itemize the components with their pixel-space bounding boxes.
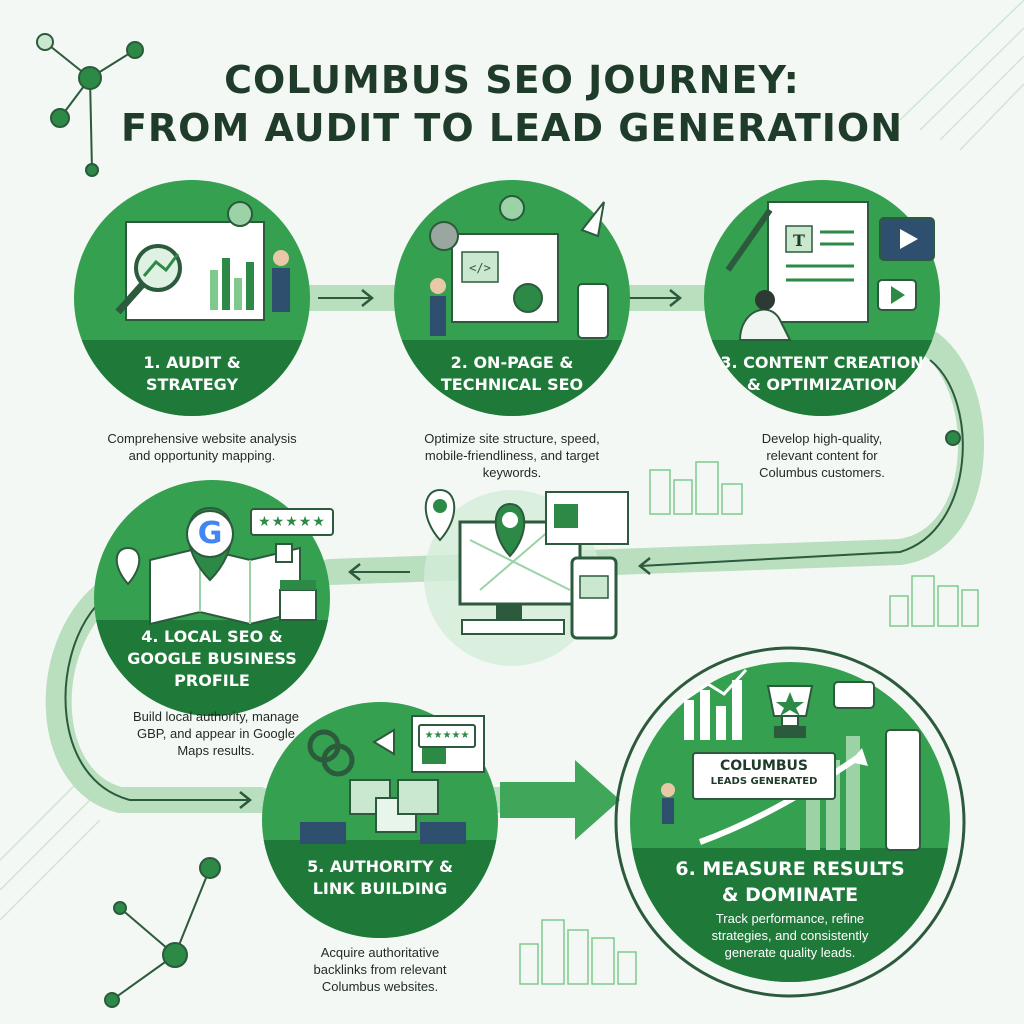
path-arrows: [239, 289, 683, 809]
journey-path-line: [64, 297, 964, 801]
step-5-label-line-2: LINK BUILDING: [312, 879, 448, 898]
step-3-label-line-2: & OPTIMIZATION: [746, 375, 898, 394]
desc-line: Build local authority, manage: [133, 709, 299, 724]
step-6-circle: [614, 646, 966, 998]
phone-icon: [577, 283, 609, 339]
step-1-label-line-1: 1. AUDIT &: [143, 353, 241, 372]
google-icon: G: [186, 510, 234, 558]
desc-line: Comprehensive website analysis: [107, 431, 297, 446]
svg-text:</>: </>: [469, 261, 491, 275]
rating-stars: ★★★★★: [418, 724, 476, 748]
step-2-label-line-2: TECHNICAL SEO: [440, 375, 584, 394]
rocket-icon: [580, 201, 605, 238]
store-icon: [279, 589, 317, 621]
step-6-description: Track performance, refine strategies, an…: [680, 910, 900, 961]
desc-line: and opportunity mapping.: [128, 448, 276, 463]
hand-left: [300, 822, 346, 844]
svg-text:T: T: [793, 231, 805, 250]
step-6-label-line-2: & DOMINATE: [721, 884, 859, 906]
rating-stars: ★★★★★: [250, 508, 334, 536]
skyline-right: [649, 461, 979, 627]
step-1-label-line-2: STRATEGY: [145, 375, 239, 394]
document-icon: [767, 201, 869, 323]
leads-banner: COLUMBUS LEADS GENERATED: [692, 752, 836, 800]
step-5-label: 5. AUTHORITY & LINK BUILDING: [280, 856, 480, 900]
path-node: [945, 430, 961, 446]
desc-line: relevant content for: [766, 448, 878, 463]
banner-line-2: LEADS GENERATED: [710, 776, 818, 787]
step-4-description: Build local authority, manage GBP, and a…: [106, 708, 326, 759]
title-line-1: COLUMBUS SEO JOURNEY:: [224, 58, 800, 102]
step-4-label-line-3: PROFILE: [174, 671, 250, 690]
desc-line: Track performance, refine: [715, 911, 865, 926]
step-4-label-line-2: GOOGLE BUSINESS: [127, 649, 297, 668]
step-3-circle: T: [704, 180, 940, 416]
step-1-circle: [74, 180, 310, 416]
hand-right: [420, 822, 466, 844]
step-5-description: Acquire authoritative backlinks from rel…: [280, 944, 480, 995]
chat-bubble-icon: [833, 681, 875, 709]
step-2-label: 2. ON-PAGE & TECHNICAL SEO: [412, 352, 612, 396]
step-3-label: 3. CONTENT CREATION & OPTIMIZATION: [712, 352, 932, 396]
location-pin-icon: [424, 488, 456, 542]
step-3-label-line-1: 3. CONTENT CREATION: [720, 353, 924, 372]
step-5-circle: [262, 702, 498, 938]
step-2-description: Optimize site structure, speed, mobile-f…: [392, 430, 632, 481]
pen-icon: [725, 208, 773, 272]
location-pin-icon: [115, 546, 141, 586]
desc-line: Columbus websites.: [321, 979, 439, 994]
trend-arrow-icon: [683, 668, 748, 702]
step-4-label: 4. LOCAL SEO & GOOGLE BUSINESS PROFILE: [102, 626, 322, 692]
desc-line: Optimize site structure, speed,: [424, 431, 600, 446]
big-arrow: [500, 760, 620, 840]
desc-line: Maps results.: [177, 743, 255, 758]
gear-icon: [429, 221, 459, 251]
banner-line-1: COLUMBUS: [719, 758, 809, 774]
desc-line: mobile-friendliness, and target: [424, 448, 600, 463]
devices-hub: [424, 488, 629, 666]
desc-line: Columbus customers.: [759, 465, 885, 480]
step-2-circle: </>: [394, 180, 630, 416]
desc-line: backlinks from relevant: [313, 962, 447, 977]
gear-icon: [513, 283, 543, 313]
network-decoration-top: [36, 33, 144, 177]
network-decoration-bottom: [104, 857, 221, 1008]
step-4-circle: [94, 480, 330, 716]
step-6-label-line-1: 6. MEASURE RESULTS: [675, 858, 905, 880]
step-4-label-line-1: 4. LOCAL SEO &: [141, 627, 283, 646]
step-5-label-line-1: 5. AUTHORITY &: [307, 857, 453, 876]
desc-line: GBP, and appear in Google: [136, 726, 296, 741]
arrow-left-icon: [372, 728, 395, 756]
step-3-description: Develop high-quality, relevant content f…: [712, 430, 932, 481]
step-6-label: 6. MEASURE RESULTS & DOMINATE: [660, 856, 920, 908]
hatch-decoration: [0, 0, 1024, 921]
title-line-2: FROM AUDIT TO LEAD GENERATION: [120, 106, 904, 150]
growth-arrow-icon: [698, 753, 862, 845]
step-1-description: Comprehensive website analysis and oppor…: [82, 430, 322, 464]
gear-icon: [499, 195, 525, 221]
keyboard-icon: [461, 619, 565, 635]
desc-line: keywords.: [482, 465, 542, 480]
magnifier-icon: [134, 244, 182, 292]
step-2-label-line-1: 2. ON-PAGE &: [450, 353, 574, 372]
desc-line: Acquire authoritative: [320, 945, 440, 960]
desc-line: Develop high-quality,: [761, 431, 883, 446]
desc-line: generate quality leads.: [724, 945, 856, 960]
contact-form: [885, 729, 921, 851]
desc-line: strategies, and consistently: [711, 928, 869, 943]
gear-icon: [227, 201, 253, 227]
thumbs-up-icon: [275, 543, 293, 563]
skyline-bottom: [519, 919, 637, 985]
step-1-label: 1. AUDIT & STRATEGY: [92, 352, 292, 396]
puzzle-block: [397, 779, 439, 815]
